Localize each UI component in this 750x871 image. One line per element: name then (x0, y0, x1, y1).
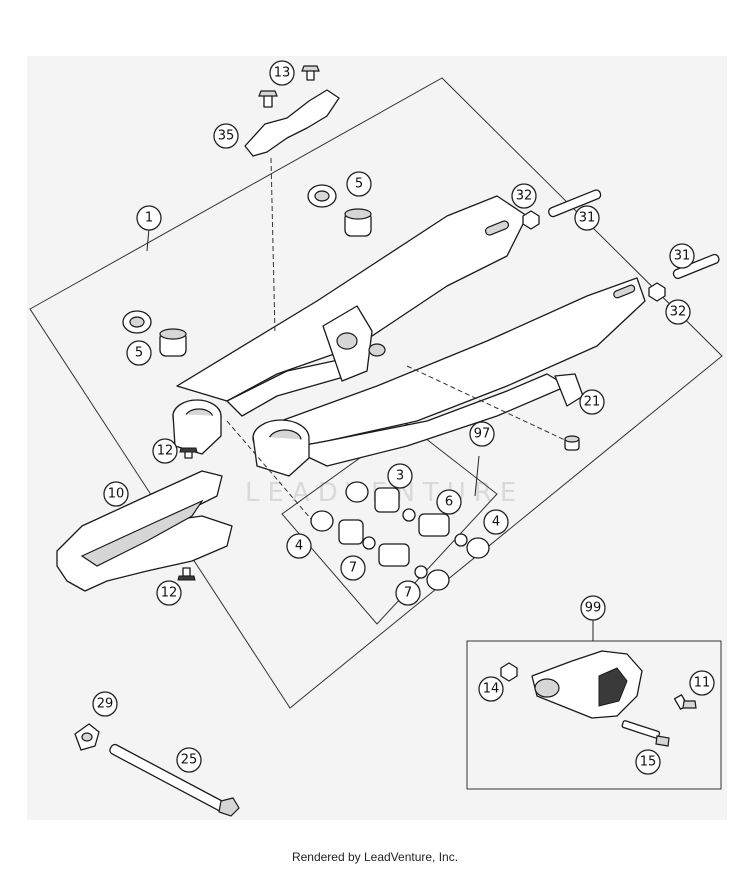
screw-12-top (179, 447, 198, 459)
callout-31-right: 31 (669, 243, 695, 269)
svg-text:7: 7 (349, 561, 357, 576)
bracket-35 (244, 89, 340, 157)
svg-text:5: 5 (355, 177, 363, 192)
leader-21-dash (406, 365, 568, 442)
svg-text:5: 5 (135, 346, 143, 361)
callout-3: 3 (387, 463, 413, 489)
bolt-13 (258, 65, 320, 108)
footer-credit: Rendered by LeadVenture, Inc. (291, 850, 459, 864)
pin-31-top (548, 189, 602, 218)
callout-13: 13 (269, 60, 295, 86)
callouts: 13 35 5 32 31 1 31 32 5 21 12 97 3 10 6 … (92, 60, 715, 775)
bolt-11 (673, 694, 697, 710)
callout-4-right: 4 (483, 509, 509, 535)
parts-diagram-panel: LEADVENTURE (27, 56, 727, 820)
svg-text:32: 32 (516, 189, 533, 204)
nut-32-top (522, 210, 540, 230)
bushing-5-left (122, 310, 187, 357)
svg-text:97: 97 (474, 427, 491, 442)
callout-7-left: 7 (340, 555, 366, 581)
callout-10: 10 (103, 481, 129, 507)
pin-31-right (672, 253, 720, 280)
svg-text:25: 25 (181, 753, 198, 768)
callout-14: 14 (478, 676, 504, 702)
callout-21: 21 (579, 389, 605, 415)
nut-14 (500, 662, 518, 682)
svg-text:29: 29 (97, 697, 114, 712)
callout-12-bottom: 12 (156, 580, 182, 606)
svg-text:10: 10 (108, 487, 125, 502)
nut-32-right (648, 282, 666, 302)
callout-6: 6 (436, 489, 462, 515)
svg-text:4: 4 (492, 515, 500, 530)
callout-32-top: 32 (511, 183, 537, 209)
leader-bearings-dash (226, 420, 318, 527)
callout-7-right: 7 (395, 580, 421, 606)
svg-text:35: 35 (218, 129, 235, 144)
callout-25: 25 (176, 747, 202, 773)
callout-4-left: 4 (286, 533, 312, 559)
assembly-frame-99 (466, 640, 722, 790)
svg-text:12: 12 (157, 444, 174, 459)
svg-text:11: 11 (694, 676, 711, 691)
callout-5-left: 5 (126, 340, 152, 366)
svg-text:7: 7 (404, 586, 412, 601)
svg-text:15: 15 (640, 755, 657, 770)
svg-text:32: 32 (670, 305, 687, 320)
svg-text:99: 99 (585, 601, 602, 616)
svg-text:1: 1 (145, 211, 153, 226)
callout-11: 11 (689, 670, 715, 696)
screw-12-bottom (177, 567, 196, 581)
chain-guide-99 (531, 650, 643, 719)
bushing-5-top (307, 184, 372, 237)
svg-text:4: 4 (295, 539, 303, 554)
callout-1: 1 (136, 205, 162, 231)
callout-97: 97 (469, 421, 495, 447)
svg-text:31: 31 (579, 211, 596, 226)
callout-29: 29 (92, 691, 118, 717)
callout-5-top: 5 (346, 171, 372, 197)
callout-35: 35 (213, 123, 239, 149)
axle-25 (109, 743, 240, 817)
svg-text:14: 14 (483, 682, 500, 697)
svg-text:6: 6 (445, 495, 453, 510)
callout-15: 15 (635, 749, 661, 775)
svg-text:12: 12 (161, 586, 178, 601)
callout-32-right: 32 (665, 299, 691, 325)
svg-text:31: 31 (674, 249, 691, 264)
leader-lines (146, 227, 594, 641)
swingarm-exploded-diagram: LEADVENTURE (29, 60, 723, 817)
cap-21 (564, 435, 580, 451)
callout-31-top: 31 (574, 205, 600, 231)
svg-text:13: 13 (274, 66, 291, 81)
bearing-set-97 (310, 481, 490, 591)
bolt-15 (621, 720, 670, 747)
leader-35-dash (270, 157, 276, 335)
svg-text:21: 21 (584, 395, 601, 410)
callout-12-top: 12 (152, 438, 178, 464)
chain-adjuster-29 (74, 723, 100, 751)
swingarm (172, 195, 646, 477)
callout-99: 99 (580, 595, 606, 621)
assembly-frame-1 (29, 77, 723, 709)
svg-text:3: 3 (396, 469, 404, 484)
